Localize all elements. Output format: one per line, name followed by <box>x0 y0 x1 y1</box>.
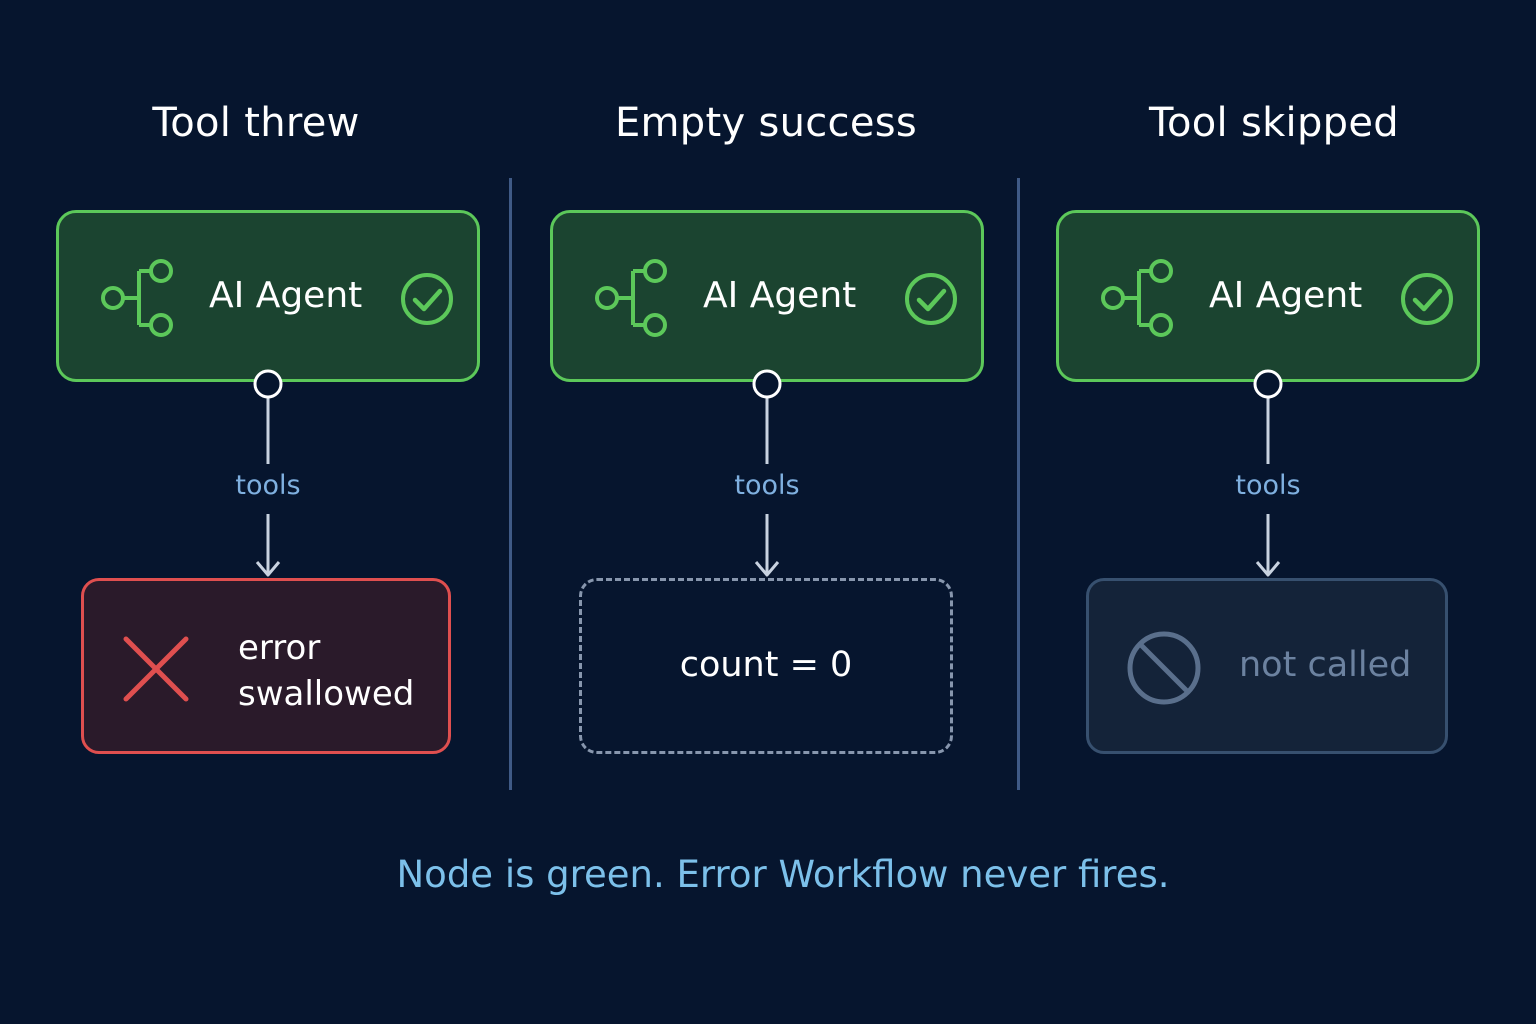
column-title: Empty success <box>614 100 918 146</box>
tools-connector <box>752 369 782 577</box>
column-empty-success: Empty success AI Agent tools count = 0 <box>510 0 1022 820</box>
check-circle-icon <box>401 273 453 325</box>
ban-icon <box>1127 631 1201 705</box>
not-called-label: not called <box>1239 645 1412 685</box>
tools-connector <box>253 369 283 577</box>
ai-agent-node[interactable]: AI Agent <box>56 210 480 382</box>
x-icon <box>123 636 189 702</box>
skipped-result-node[interactable]: not called <box>1086 578 1448 754</box>
agent-branch-icon <box>595 259 667 337</box>
tools-connector <box>1253 369 1283 577</box>
error-line-2: swallowed <box>238 674 415 714</box>
check-circle-icon <box>1401 273 1453 325</box>
column-title: Tool skipped <box>1149 100 1399 146</box>
column-divider <box>1017 178 1020 790</box>
check-circle-icon <box>905 273 957 325</box>
agent-branch-icon <box>1101 259 1173 337</box>
edge-label-tools: tools <box>235 470 301 501</box>
agent-label: AI Agent <box>209 275 363 316</box>
caption: Node is green. Error Workflow never fire… <box>396 853 1170 896</box>
count-value: count = 0 <box>679 645 853 685</box>
ai-agent-node[interactable]: AI Agent <box>550 210 984 382</box>
error-message: error swallowed <box>238 625 414 717</box>
agent-branch-icon <box>101 259 173 337</box>
ai-agent-node[interactable]: AI Agent <box>1056 210 1480 382</box>
edge-label-tools: tools <box>1235 470 1301 501</box>
agent-label: AI Agent <box>1209 275 1363 316</box>
edge-label-tools: tools <box>734 470 800 501</box>
column-divider <box>509 178 512 790</box>
column-title: Tool threw <box>152 100 360 146</box>
column-tool-threw: Tool threw AI Agent tools <box>0 0 512 820</box>
error-result-node[interactable]: error swallowed <box>81 578 451 754</box>
error-line-1: error <box>238 628 321 668</box>
empty-result-node[interactable]: count = 0 <box>579 578 953 754</box>
column-tool-skipped: Tool skipped AI Agent tools <box>1018 0 1530 820</box>
agent-label: AI Agent <box>703 275 857 316</box>
